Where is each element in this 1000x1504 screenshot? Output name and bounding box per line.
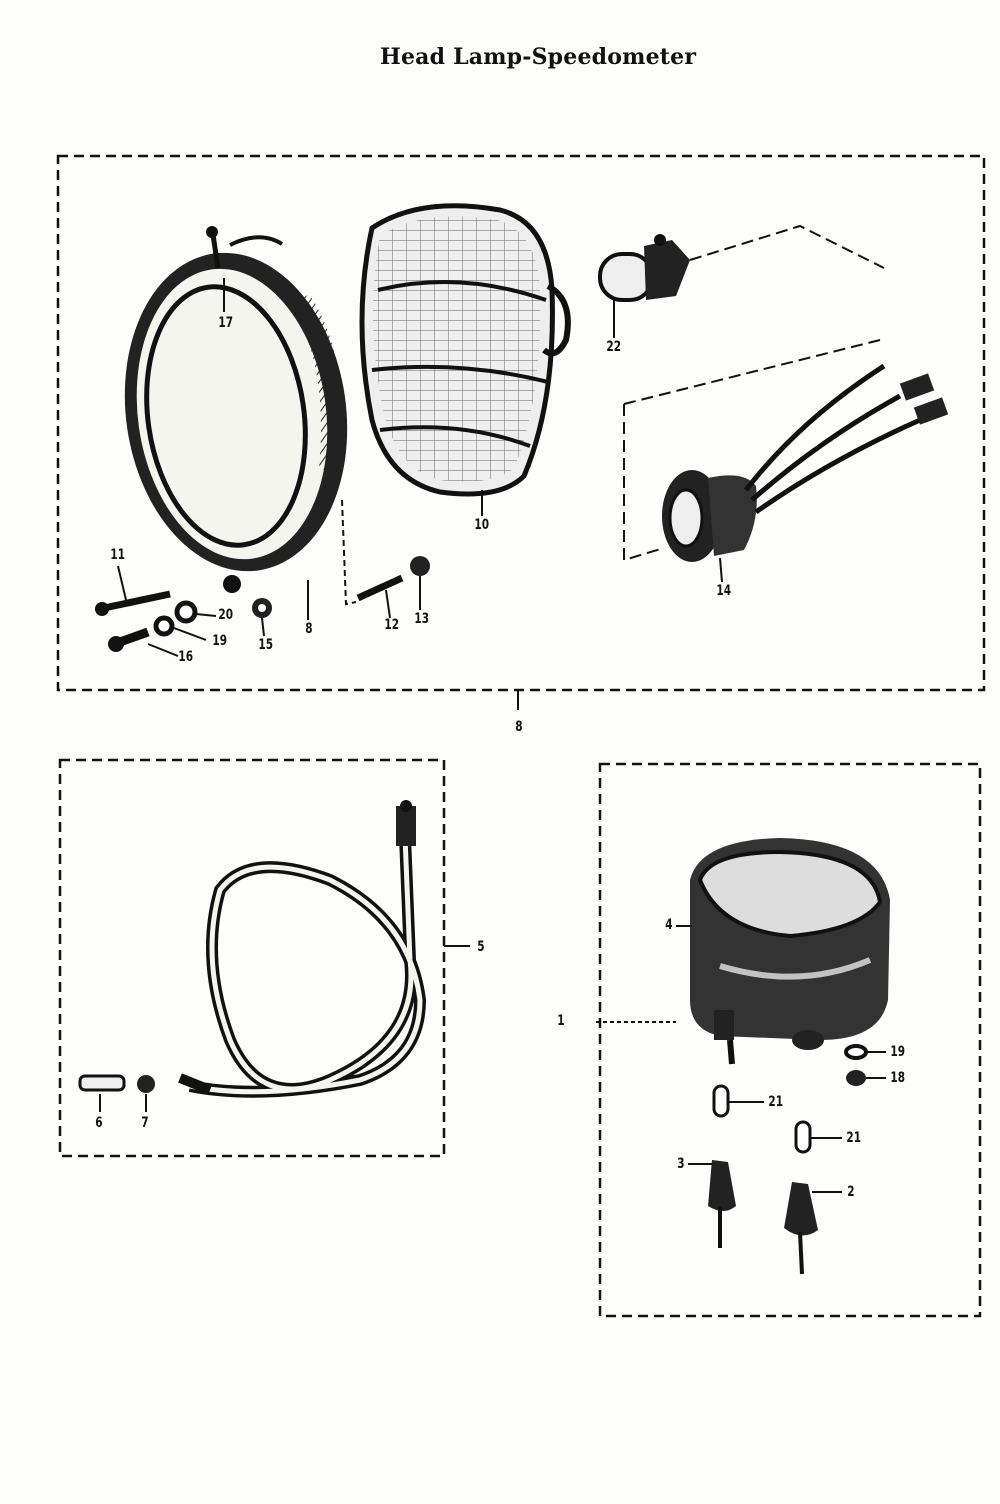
socket-leader-dash (623, 404, 665, 562)
callout-2: 2 (847, 1184, 855, 1200)
mounting-hardware (95, 499, 430, 652)
speedometer-cable (78, 800, 427, 1098)
callout-13: 13 (414, 611, 430, 627)
bulb (598, 234, 690, 302)
callout-11: 11 (110, 547, 126, 563)
bulb-socket-with-wires (662, 363, 949, 562)
speedometer-hardware (708, 1044, 868, 1275)
callout-16: 16 (178, 649, 194, 665)
callout-5: 5 (477, 939, 485, 955)
callout-7: 7 (141, 1115, 149, 1131)
headlamp-lens (359, 203, 571, 497)
callout-leaders-cable (99, 945, 470, 1112)
speedometer-group-frame (598, 762, 982, 1318)
callout-21-lower: 21 (846, 1130, 862, 1146)
callout-8-rim: 8 (305, 621, 313, 637)
callout-3: 3 (677, 1156, 685, 1172)
diagram-title: Head Lamp-Speedometer (380, 44, 697, 70)
callout-leaders-speedometer (596, 925, 886, 1193)
headlamp-group-frame (56, 154, 986, 692)
headlamp-rim (124, 226, 348, 593)
callout-20: 20 (218, 607, 234, 623)
speedometer-head (690, 838, 890, 1065)
callout-15: 15 (258, 637, 274, 653)
callout-17: 17 (218, 315, 234, 331)
socket-box-dash (623, 339, 881, 405)
callout-21-upper: 21 (768, 1094, 784, 1110)
callout-4: 4 (665, 917, 673, 933)
callout-19-headlamp: 19 (212, 633, 228, 649)
callout-14: 14 (716, 583, 732, 599)
callout-6: 6 (95, 1115, 103, 1131)
callout-1: 1 (557, 1013, 565, 1029)
callout-22: 22 (606, 339, 622, 355)
callout-18-speedometer: 18 (890, 1070, 906, 1086)
callout-leaders-headlamp (117, 278, 723, 657)
callout-12: 12 (384, 617, 400, 633)
callout-10: 10 (474, 517, 490, 533)
callout-8-group: 8 (515, 719, 523, 735)
cable-group-frame (58, 758, 446, 1158)
bulb-leader-dash (689, 224, 885, 269)
callout-19-speedometer: 19 (890, 1044, 906, 1060)
